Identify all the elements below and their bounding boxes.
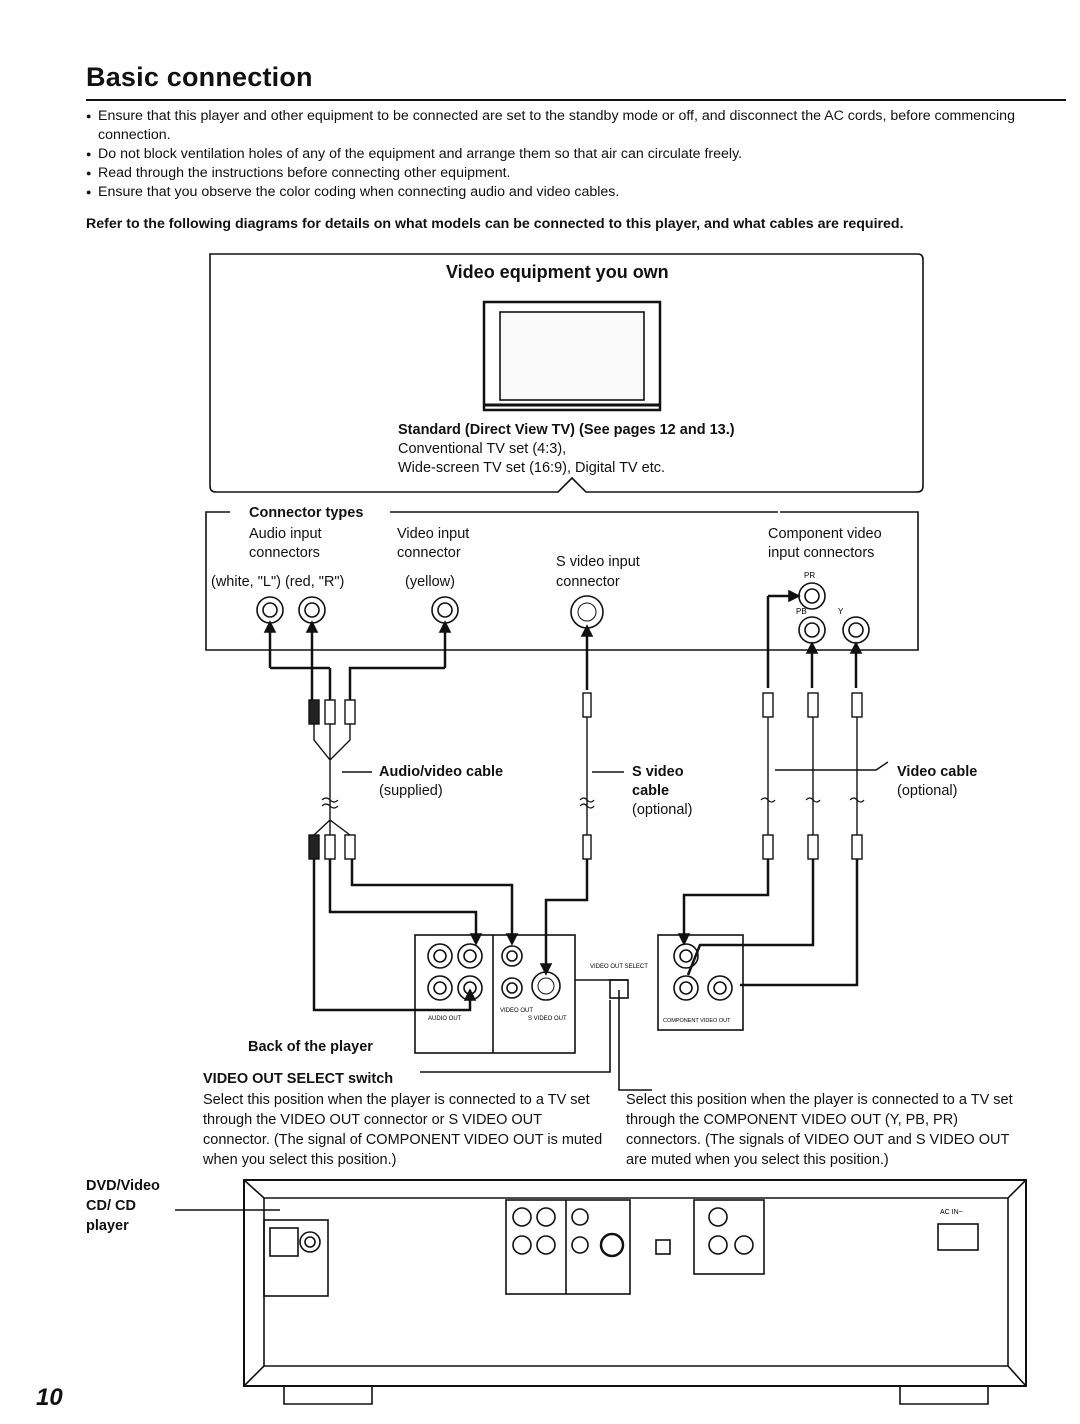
s-video-out-label: S VIDEO OUT (528, 1016, 567, 1022)
tv-icon (482, 300, 662, 412)
audio-label-2: connectors (249, 545, 320, 561)
svideo-label-2: connector (556, 574, 620, 590)
video-cable-name: Video cable (897, 764, 978, 780)
pr-label: PR (804, 571, 815, 580)
video-cable-note: (optional) (897, 783, 958, 799)
component-label-1: Component video (768, 526, 882, 542)
player-label: DVD/Video CD/ CD player (86, 1178, 160, 1234)
ac-in-label: AC IN~ (940, 1209, 963, 1216)
list-item: Do not block ventilation holes of any of… (86, 145, 1066, 164)
tv-title: Standard (Direct View TV) (See pages 12 … (398, 422, 735, 438)
av-cable-name: Audio/video cable (379, 764, 504, 780)
video-out-label: VIDEO OUT (500, 1008, 533, 1014)
refer-note: Refer to the following diagrams for deta… (86, 216, 904, 232)
audio-out-label: AUDIO OUT (428, 1016, 462, 1022)
video-label-1: Video input (397, 526, 470, 542)
list-item: Read through the instructions before con… (86, 164, 1066, 183)
component-label-2: input connectors (768, 545, 875, 561)
y-label: Y (838, 607, 844, 616)
video-out-select-label: VIDEO OUT SELECT (590, 964, 648, 970)
switch-left-text: Select this position when the player is … (203, 1092, 603, 1168)
svideo-label-1: S video input (556, 554, 640, 570)
equipment-box (209, 253, 924, 493)
av-cable-note: (supplied) (379, 783, 443, 799)
switch-right-text: Select this position when the player is … (626, 1092, 1013, 1168)
connector-types-heading: Connector types (249, 505, 364, 521)
list-item: Ensure that you observe the color coding… (86, 183, 1066, 202)
svideo-cable-name-1: S video (632, 764, 684, 780)
back-of-player-label: Back of the player (248, 1039, 373, 1055)
component-out-label: COMPONENT VIDEO OUT (663, 1018, 731, 1024)
tv-line-1: Conventional TV set (4:3), (398, 441, 567, 457)
tv-line-2: Wide-screen TV set (16:9), Digital TV et… (398, 460, 666, 476)
player-body (243, 1179, 1027, 1387)
list-item: Ensure that this player and other equipm… (86, 107, 1066, 145)
pb-label: PB (796, 607, 807, 616)
svideo-cable-name-2: cable (632, 783, 670, 799)
title-rule (86, 99, 1066, 101)
audio-colors: (white, "L") (red, "R") (211, 574, 345, 590)
equipment-heading: Video equipment you own (446, 262, 669, 282)
page-number: 10 (36, 1384, 63, 1411)
audio-label-1: Audio input (249, 526, 322, 542)
switch-heading: VIDEO OUT SELECT switch (203, 1071, 394, 1087)
video-label-2: connector (397, 545, 461, 561)
precautions-list: Ensure that this player and other equipm… (86, 107, 1066, 202)
video-color: (yellow) (405, 574, 455, 590)
svideo-cable-note: (optional) (632, 802, 693, 818)
page-title: Basic connection (86, 62, 313, 92)
player-back-panel (414, 934, 576, 1054)
connector-box (205, 511, 919, 651)
